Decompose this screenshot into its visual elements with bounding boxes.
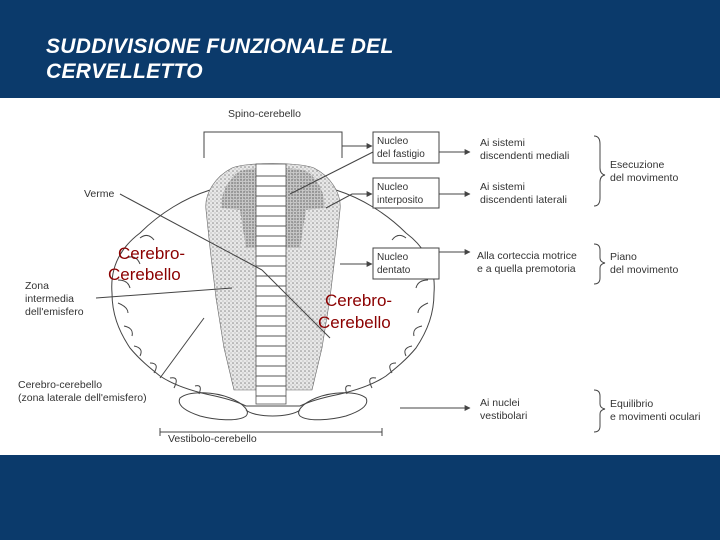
target-mediali-line2: discendenti mediali <box>480 150 569 162</box>
target-laterali-line2: discendenti laterali <box>480 194 567 206</box>
function-equilibrio-line1: Equilibrio <box>610 398 653 410</box>
target-corteccia-line2: e a quella premotoria <box>477 263 576 275</box>
nucleus-fastigio-line1: Nucleo <box>377 136 409 147</box>
nucleus-box-fastigio: Nucleo del fastigio <box>372 131 440 164</box>
target-vestibolari-line2: vestibolari <box>480 410 527 422</box>
connector-interposito <box>325 191 373 209</box>
nucleus-box-interposito: Nucleo interposito <box>372 177 440 209</box>
overlay-cerebro-cerebello-left-line2: Cerebello <box>108 265 181 284</box>
nucleus-dentato-line1: Nucleo <box>377 252 409 263</box>
overlay-cerebro-cerebello-left-line1: Cerebro- <box>118 244 185 263</box>
function-equilibrio-line2: e movimenti oculari <box>610 411 700 423</box>
brace-esecuzione <box>593 135 606 207</box>
label-zona-laterale: (zona laterale dell'emisfero) <box>18 392 147 404</box>
cerebro-leader <box>159 317 205 379</box>
nucleus-box-dentato: Nucleo dentato <box>372 247 440 280</box>
brace-piano <box>593 243 606 285</box>
target-laterali-line1: Ai sistemi <box>480 181 525 193</box>
connector-fastigio <box>341 143 373 158</box>
label-vestibolo-cerebello: Vestibolo-cerebello <box>168 433 257 445</box>
label-cerebro-cerebello: Cerebro-cerebello <box>18 379 102 391</box>
vermis-column <box>255 163 287 405</box>
brace-equilibrio <box>593 389 606 433</box>
slide-title: SUDDIVISIONE FUNZIONALE DEL CERVELLETTO <box>46 35 394 83</box>
target-corteccia-line1: Alla corteccia motrice <box>477 250 577 262</box>
label-spino-cerebello: Spino-cerebello <box>228 108 301 120</box>
cerebellum-outline <box>111 189 435 407</box>
nucleus-interposito-line2: interposito <box>377 195 424 206</box>
label-zona: Zona <box>25 280 49 292</box>
diagram-canvas: Spino-cerebello Verme Zona intermedia de… <box>18 108 700 445</box>
function-piano-line1: Piano <box>610 251 637 263</box>
zona-leader <box>95 287 233 299</box>
fastigio-to-vermis <box>289 151 374 195</box>
nucleus-interposito-line1: Nucleo <box>377 182 409 193</box>
label-zona-intermedia: intermedia <box>25 293 74 305</box>
function-piano-line2: del movimento <box>610 264 678 276</box>
verme-to-dentato <box>261 269 331 339</box>
function-esecuzione-line1: Esecuzione <box>610 159 664 171</box>
nucleus-fastigio-line2: del fastigio <box>377 149 425 160</box>
cerebellum-diagram: Spino-cerebello Verme Zona intermedia de… <box>0 98 720 455</box>
verme-leader <box>119 193 263 271</box>
spino-bracket <box>203 131 343 158</box>
nucleus-dentato-line2: dentato <box>377 265 411 276</box>
label-dell-emisfero: dell'emisfero <box>25 306 84 318</box>
target-mediali-line1: Ai sistemi <box>480 137 525 149</box>
overlay-cerebro-cerebello-right-line1: Cerebro- <box>325 291 392 310</box>
target-vestibolari-line1: Ai nuclei <box>480 397 520 409</box>
flocculus <box>178 392 368 421</box>
overlay-cerebro-cerebello-right-line2: Cerebello <box>318 313 391 332</box>
vestibolo-bracket <box>159 428 383 436</box>
folia-left <box>117 234 201 395</box>
function-esecuzione-line2: del movimento <box>610 172 678 184</box>
label-verme: Verme <box>84 188 115 200</box>
vermis-rungs <box>256 175 286 397</box>
